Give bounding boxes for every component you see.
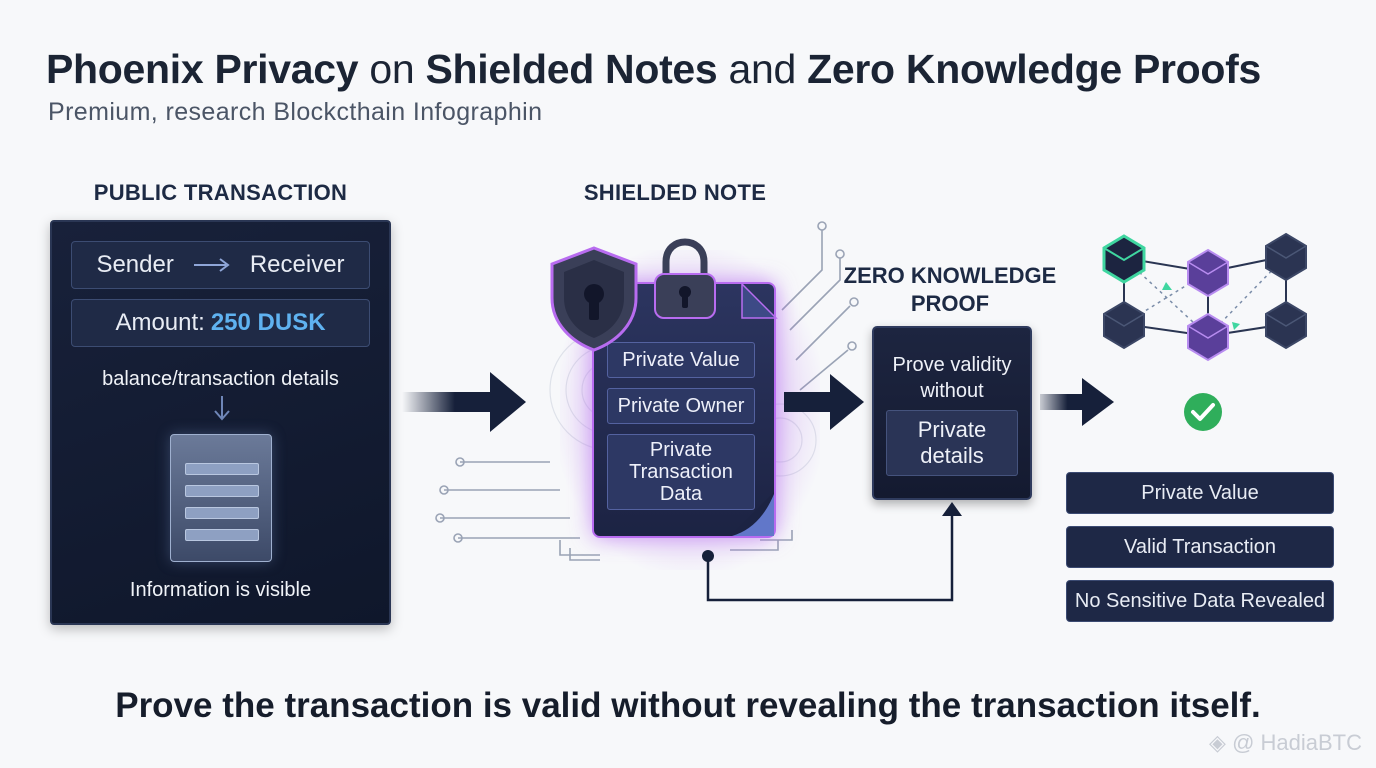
folded-corner-icon — [741, 282, 778, 319]
private-owner-field: Private Owner — [607, 388, 755, 424]
information-visible-text: Information is visible — [129, 579, 312, 601]
feedback-connector-icon — [702, 502, 962, 602]
check-circle-icon — [1184, 393, 1222, 431]
page-curl-icon — [730, 492, 774, 536]
cube-green-icon — [1102, 234, 1146, 284]
arrow-down-icon — [214, 396, 230, 421]
shield-icon — [550, 246, 638, 352]
lock-icon — [654, 238, 716, 319]
sender-label: Sender — [96, 251, 174, 278]
public-transaction-label: PUBLIC TRANSACTION — [93, 180, 348, 205]
page-title: Phoenix Privacy on Shielded Notes and Ze… — [46, 46, 1261, 93]
watermark: ◈ @ HadiaBTC — [1209, 730, 1362, 756]
amount-value: 250 DUSK — [210, 309, 326, 336]
amount-label: Amount: — [115, 309, 205, 336]
result-no-sensitive-data: No Sensitive Data Revealed — [1066, 580, 1334, 622]
shielded-note-label: SHIELDED NOTE — [583, 180, 767, 205]
amount-row: Amount:250 DUSK — [71, 299, 370, 347]
receiver-label: Receiver — [249, 251, 345, 278]
sender-receiver-row: Sender Receiver — [71, 241, 370, 289]
private-value-field: Private Value — [607, 342, 755, 378]
zk-label-line1: ZERO KNOWLEDGE — [843, 263, 1057, 288]
result-private-value: Private Value — [1066, 472, 1334, 514]
flow-arrow-3-icon — [1040, 378, 1114, 426]
watermark-text: @ HadiaBTC — [1232, 730, 1362, 755]
flow-arrow-2-icon — [784, 374, 864, 430]
title-zkp: Zero Knowledge Proofs — [807, 46, 1262, 92]
prove-validity-text: Prove validity without — [892, 354, 1012, 402]
zk-proof-label: ZERO KNOWLEDGE PROOF — [830, 262, 1070, 317]
private-transaction-data-field: Private Transaction Data — [607, 434, 755, 510]
title-and: and — [717, 46, 808, 92]
arrow-right-icon — [192, 257, 232, 273]
title-shielded-notes: Shielded Notes — [425, 46, 718, 92]
page-subtitle: Premium, research Blockcthain Infographi… — [48, 98, 543, 126]
title-phoenix-privacy: Phoenix Privacy — [46, 46, 359, 92]
result-valid-transaction: Valid Transaction — [1066, 526, 1334, 568]
flow-arrow-1-icon — [402, 372, 526, 432]
private-details-box: Private details — [886, 410, 1018, 476]
footer-tagline: Prove the transaction is valid without r… — [115, 686, 1261, 725]
zk-label-line2: PROOF — [910, 290, 990, 316]
document-icon — [170, 434, 272, 562]
blockchain-network-icon — [1102, 232, 1307, 362]
watermark-logo-icon: ◈ — [1209, 730, 1226, 755]
balance-details-text: balance/transaction details — [102, 368, 339, 390]
title-on: on — [358, 46, 426, 92]
